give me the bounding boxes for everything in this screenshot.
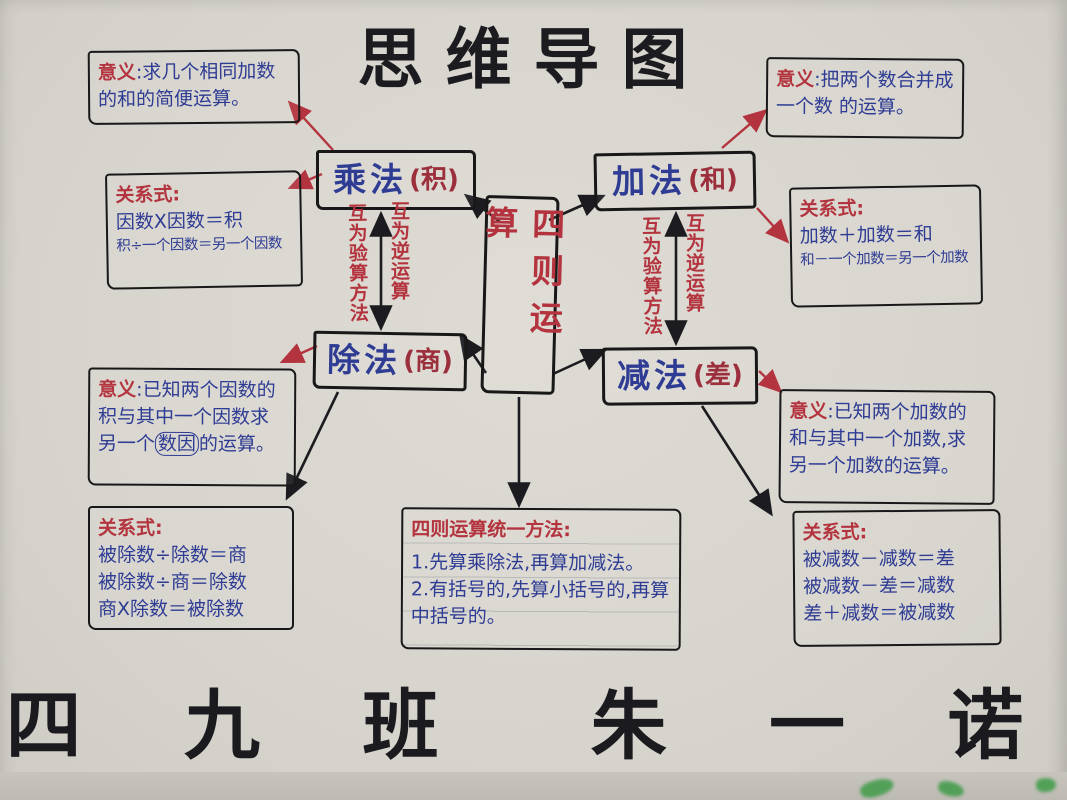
arrow-sub-to-relation: [700, 405, 773, 517]
meaning-label: 意义: [789, 400, 828, 423]
node-division: 除法 (商): [312, 330, 468, 392]
node-division-label: 除法: [326, 339, 402, 380]
arrow-add-to-relation: [756, 207, 790, 244]
meaning-label: 意义: [97, 61, 136, 84]
pair-label-verify-left: 互为验算方法: [344, 202, 370, 324]
page-title: 思维导图: [357, 21, 710, 98]
center-node-four-operations: 四则运算: [479, 195, 566, 395]
relation-line: 因数X因数＝积: [115, 209, 244, 234]
meaning-text-circled: 数因: [154, 431, 200, 456]
node-multiplication-label: 乘法: [333, 159, 408, 199]
node-division-result: (商): [402, 345, 454, 377]
method-title: 四则运算统一方法:: [411, 518, 571, 542]
multiplication-relation-box: 关系式: 因数X因数＝积 积÷一个因数＝另一个因数: [105, 170, 303, 290]
subtraction-meaning-box: 意义:已知两个加数的和与其中一个加数,求另一个加数的运算。: [778, 389, 996, 505]
meaning-label: 意义: [98, 378, 137, 401]
arrow-sub-to-meaning: [757, 368, 783, 394]
division-relation-box: 关系式: 被除数÷除数＝商 被除数÷商＝除数 商X除数＝被除数: [88, 506, 294, 630]
node-addition: 加法 (和): [593, 150, 757, 212]
relation-label: 关系式:: [802, 521, 868, 544]
meaning-label: 意义: [776, 68, 815, 91]
green-ink-mark: [858, 775, 896, 800]
relation-line: 被除数÷除数＝商: [98, 543, 247, 566]
arrow-add-to-meaning: [721, 108, 768, 149]
relation-line: 商X除数＝被除数: [98, 597, 245, 620]
relation-label: 关系式:: [98, 517, 163, 539]
addition-relation-box: 关系式: 加数＋加数＝和 和－一个加数＝另一个加数: [788, 184, 984, 308]
green-ink-mark: [1035, 776, 1057, 794]
node-multiplication: 乘法 (积): [316, 150, 476, 210]
relation-line: 被减数－差＝减数: [802, 574, 956, 598]
photo-bottom-edge: [0, 772, 1067, 800]
relation-label: 关系式:: [115, 183, 181, 207]
method-item: 1.先算乘除法,再算加减法。: [411, 551, 645, 575]
node-subtraction-label: 减法: [616, 355, 692, 396]
relation-line: 差＋减数＝被减数: [803, 601, 956, 625]
subtraction-relation-box: 关系式: 被减数－减数＝差 被减数－差＝减数 差＋减数＝被减数: [792, 509, 1002, 647]
pair-label-inverse-right: 互为逆运算: [683, 213, 705, 313]
pair-label-verify-right: 互为验算方法: [638, 215, 664, 337]
addition-meaning-box: 意义:把两个数合并成一个数 的运算。: [765, 57, 965, 139]
center-node-label: 四则运算: [479, 204, 567, 349]
relation-line: 加数＋加数＝和: [799, 223, 934, 248]
relation-label: 关系式:: [799, 197, 865, 221]
division-meaning-box: 意义:已知两个因数的积与其中一个因数求另一个数因的运算。: [87, 367, 297, 487]
relation-line: 被减数－减数＝差: [802, 547, 955, 571]
method-item: 2.有括号的,先算小括号的,再算中括号的。: [410, 578, 670, 628]
node-subtraction: 减法 (差): [601, 346, 759, 406]
node-addition-label: 加法: [611, 160, 687, 201]
pair-label-inverse-left: 互为逆运算: [388, 201, 410, 301]
student-class-name: 四 九 班 朱 一 诺: [5, 681, 1062, 770]
relation-line: 积÷一个因数＝另一个因数: [116, 235, 283, 255]
green-ink-mark: [936, 779, 966, 799]
node-addition-result: (和): [687, 164, 739, 196]
multiplication-meaning-box: 意义:求几个相同加数的和的简便运算。: [87, 49, 301, 125]
relation-line: 和－一个加数＝另一个加数: [800, 249, 969, 269]
relation-line: 被除数÷商＝除数: [98, 570, 247, 593]
unified-method-box: 四则运算统一方法: 1.先算乘除法,再算加减法。 2.有括号的,先算小括号的,再…: [400, 507, 682, 651]
node-multiplication-result: (积): [409, 164, 459, 195]
node-subtraction-result: (差): [692, 359, 744, 391]
meaning-text: 的运算。: [198, 432, 276, 456]
